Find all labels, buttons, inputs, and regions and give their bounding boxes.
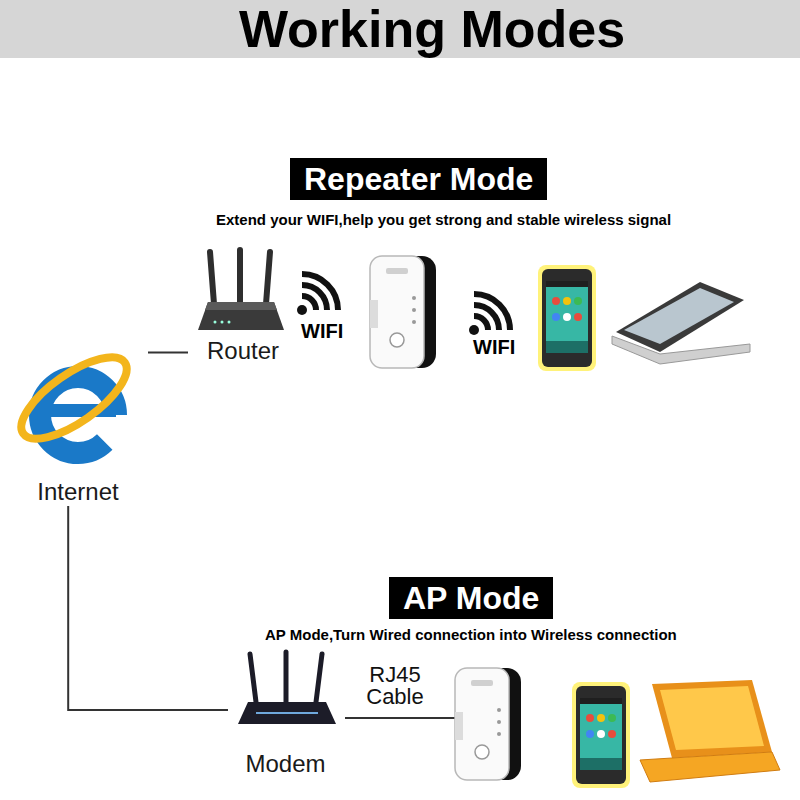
modem-icon-part [316, 654, 322, 702]
connector-line [68, 506, 228, 710]
router-icon-part [210, 252, 214, 304]
device-node: Router [188, 245, 298, 365]
illustration-part [538, 265, 596, 371]
mode-heading: Repeater Mode [304, 158, 533, 200]
diagram-title: Working Modes [239, 0, 625, 58]
mode-description: Extend your WIFI,help you get strong and… [216, 210, 671, 230]
wifi-label: WIFI [301, 320, 343, 342]
convertible-laptop [612, 282, 750, 364]
wifi-label: WIFI [473, 336, 515, 358]
convertible-laptop-part [616, 282, 744, 352]
orange-laptop-part [640, 752, 780, 782]
connector-path [148, 352, 188, 354]
modem-icon-part [284, 652, 289, 702]
mode-description: AP Mode,Turn Wired connection into Wirel… [265, 625, 677, 645]
mode-heading-box: Repeater Mode [290, 158, 547, 200]
router-icon-part [205, 302, 277, 310]
illustration-part [455, 668, 521, 780]
modem-icon-part [256, 712, 318, 714]
mode-heading: AP Mode [403, 577, 539, 619]
modem-icon-part [250, 654, 256, 702]
illustration-part [297, 274, 338, 315]
illustration-part [572, 682, 630, 788]
cable-label: RJ45 Cable [357, 664, 433, 708]
modem-icon-part [238, 702, 336, 724]
internet-explorer-logo [9, 343, 138, 453]
router-icon-part [228, 321, 231, 324]
router-icon-part [237, 250, 243, 304]
illustration-part [469, 294, 510, 335]
device-node: Internet [8, 340, 148, 506]
mode-heading-box: AP Mode [389, 577, 553, 619]
rj45-cable [345, 717, 455, 719]
convertible-laptop-part [624, 288, 734, 344]
convertible-laptop-part [612, 336, 750, 364]
device-label: Internet [8, 478, 148, 506]
internet-explorer-logo-part [9, 343, 138, 453]
orange-laptop-part [660, 686, 764, 750]
connector-line [148, 352, 188, 353]
orange-laptop [640, 680, 780, 782]
device-node: Modem [228, 650, 343, 778]
router-icon-part [221, 321, 224, 324]
modem-icon [238, 652, 336, 724]
device-label: Modem [228, 750, 343, 778]
router-icon-part [266, 252, 270, 304]
router-icon-part [198, 302, 284, 330]
router-icon [198, 250, 284, 330]
connector-path [68, 506, 228, 710]
orange-laptop-part [652, 680, 772, 758]
router-icon-part [214, 321, 217, 324]
illustration-part [370, 256, 436, 368]
device-label: Router [188, 337, 298, 365]
